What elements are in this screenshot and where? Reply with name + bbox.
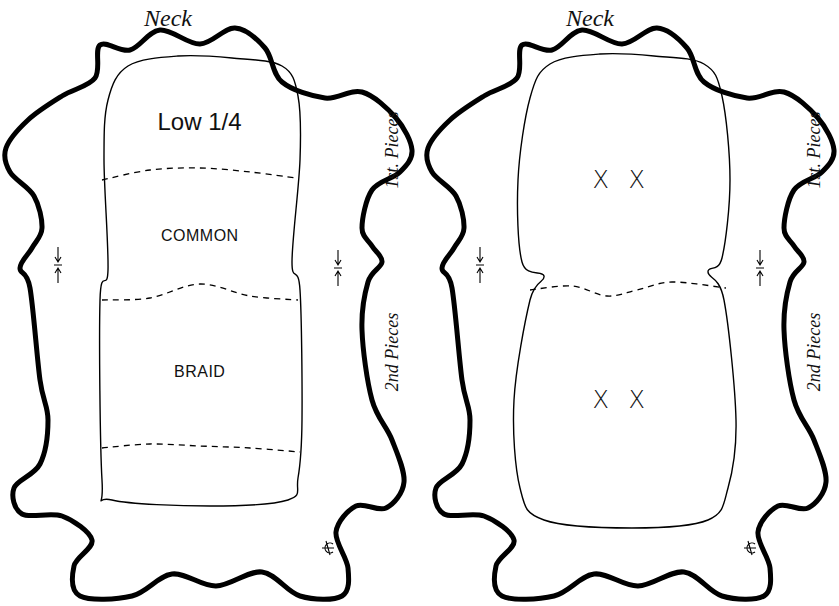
notch-marker — [756, 250, 764, 286]
neck-label: Neck — [144, 6, 192, 30]
hide-region: Neck 1st. Pieces 2nd Pieces Low 1/4COMMON BR… — [0, 0, 420, 606]
trim-line — [100, 56, 302, 506]
grade-label: X X — [593, 168, 652, 192]
grade-label: Low 1/4 — [158, 110, 243, 134]
grade-label: X X — [593, 388, 652, 412]
neck-label: Neck — [566, 6, 614, 30]
pieces-label: 1st. Pieces — [383, 112, 401, 189]
notch-marker — [476, 247, 484, 283]
hide-region: Neck 1st. Pieces 2nd Pieces X X X X — [422, 0, 839, 606]
hide-outline — [5, 28, 412, 599]
notch-marker — [54, 247, 62, 283]
grade-division — [102, 284, 298, 300]
pieces-label: 2nd Pieces — [805, 313, 823, 391]
grade-band: BRAID — [170, 361, 230, 383]
grade-division — [102, 444, 300, 452]
grade-band: Low 1/4 — [154, 107, 247, 137]
grade-band: X X — [589, 385, 656, 415]
grade-band: COMMON — [157, 225, 243, 247]
notch-marker — [334, 250, 342, 286]
maker-mark — [744, 541, 756, 555]
grade-division — [530, 282, 726, 296]
pieces-label: 2nd Pieces — [383, 313, 401, 391]
grade-label: BRAID — [174, 364, 226, 380]
grade-division — [102, 168, 296, 180]
pieces-label: 1st. Pieces — [805, 112, 823, 189]
grade-band: X X — [589, 165, 656, 195]
maker-mark — [322, 541, 334, 555]
trim-line — [513, 54, 736, 528]
hide-outline — [427, 28, 834, 599]
grade-label: COMMON — [161, 228, 239, 244]
